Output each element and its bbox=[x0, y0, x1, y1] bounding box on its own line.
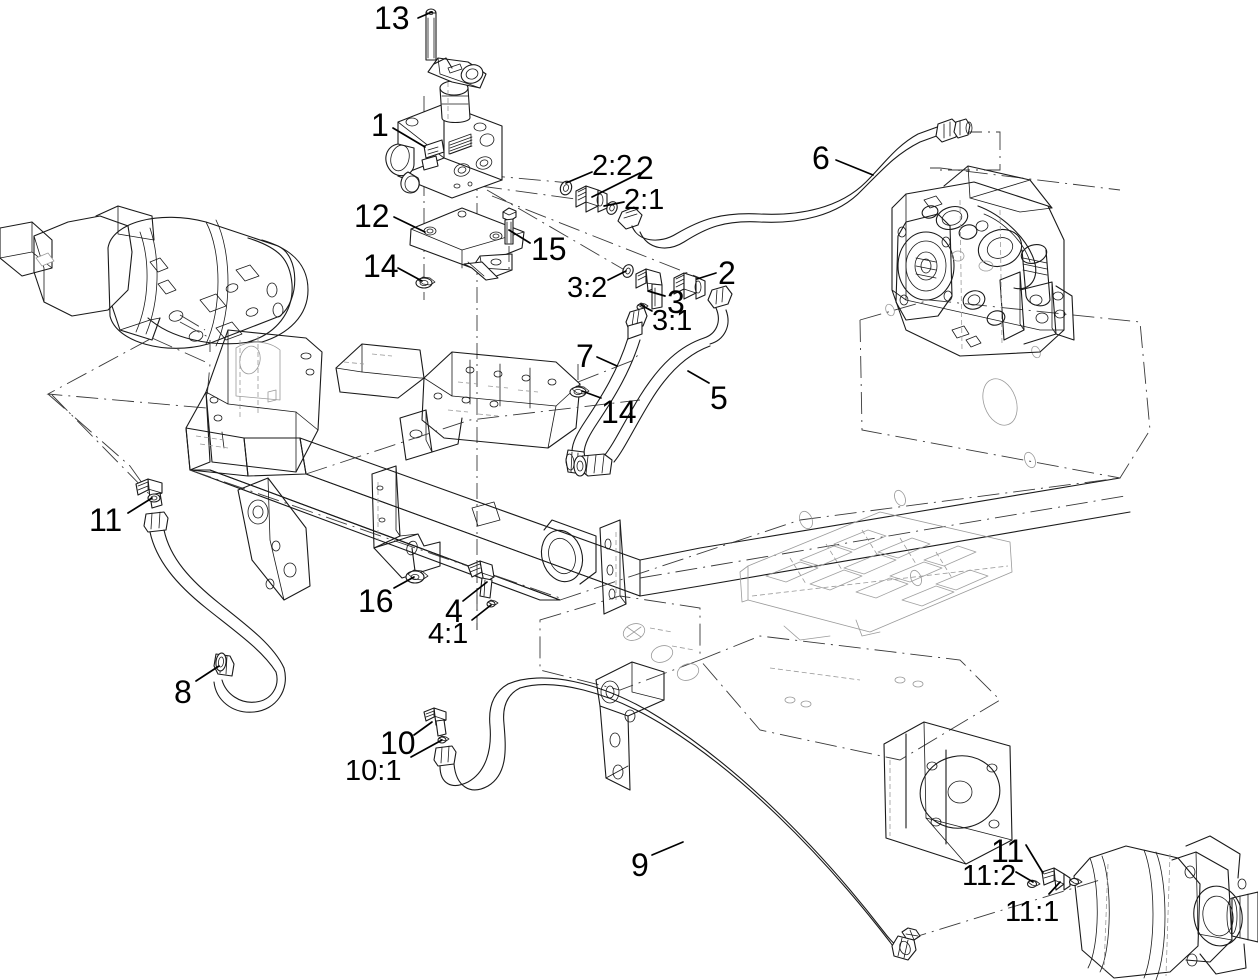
callout-leader-15 bbox=[508, 229, 531, 244]
callout-label-11a: 11 bbox=[89, 502, 123, 538]
machine-frame-chassis bbox=[185, 167, 1151, 865]
part-2-straight-fitting-lower bbox=[673, 272, 706, 300]
callout-label-2a: 2 bbox=[636, 150, 654, 186]
callout-label-3:2: 3:2 bbox=[567, 272, 608, 304]
hydrostatic-pump-assembly bbox=[891, 165, 1075, 357]
callout-label-7: 7 bbox=[576, 338, 594, 374]
callout-leader-14a bbox=[397, 267, 423, 282]
callout-leader-7 bbox=[596, 356, 618, 367]
hydraulic-control-valve-block bbox=[385, 57, 503, 199]
callout-leader-12 bbox=[393, 216, 426, 233]
callout-label-3:1: 3:1 bbox=[652, 305, 693, 337]
callout-label-14b: 14 bbox=[601, 394, 637, 430]
callout-leader-11b bbox=[1025, 844, 1044, 874]
callout-label-15: 15 bbox=[531, 231, 567, 267]
callout-label-12: 12 bbox=[354, 198, 390, 234]
callout-leader-3:2 bbox=[607, 270, 627, 281]
callout-leader-8 bbox=[195, 665, 220, 682]
callout-leader-4:1 bbox=[471, 604, 492, 621]
callout-label-11b: 11 bbox=[991, 833, 1025, 869]
callout-leader-2:2 bbox=[565, 171, 593, 184]
callout-label-9: 9 bbox=[631, 847, 649, 883]
part-15-hex-bolt bbox=[502, 207, 517, 272]
callout-label-10:1: 10:1 bbox=[345, 755, 402, 787]
part-5-hydraulic-hose bbox=[573, 285, 733, 477]
callout-label-6: 6 bbox=[812, 140, 830, 176]
callout-leader-6 bbox=[835, 159, 874, 176]
callout-label-4:1: 4:1 bbox=[428, 618, 469, 650]
part-8-hydraulic-hose bbox=[143, 511, 286, 713]
callout-label-3: 3 bbox=[667, 284, 685, 320]
callout-leader-2a bbox=[591, 172, 641, 198]
part-12-mounting-bracket bbox=[409, 207, 525, 281]
callout-leader-2:1 bbox=[603, 201, 625, 207]
part-14-flange-nut-center bbox=[569, 351, 641, 398]
callout-label-5: 5 bbox=[710, 380, 728, 416]
right-wheel-motor bbox=[1073, 835, 1258, 980]
callout-leader-2b bbox=[696, 272, 717, 280]
callout-leader-11:2 bbox=[1015, 871, 1034, 883]
part-4-elbow-fitting bbox=[467, 560, 499, 630]
callout-label-2:2: 2:2 bbox=[592, 150, 633, 182]
callout-label-13: 13 bbox=[374, 0, 410, 36]
part-11-wheel-motor-fitting-right bbox=[901, 867, 1083, 941]
part-2-straight-fitting-upper bbox=[559, 180, 618, 215]
part-13-long-bolt bbox=[425, 8, 437, 61]
callout-label-4: 4 bbox=[445, 593, 463, 629]
callout-leader-11:1 bbox=[1048, 881, 1061, 895]
callout-leader-14b bbox=[581, 390, 602, 399]
callout-leader-9 bbox=[651, 841, 684, 856]
callout-leader-13 bbox=[417, 11, 433, 19]
callout-leader-3:1 bbox=[640, 304, 653, 312]
assembly-centerlines bbox=[51, 26, 1101, 941]
part-3-elbow-fitting bbox=[622, 264, 663, 311]
callout-label-2b: 2 bbox=[718, 255, 736, 291]
callout-label-11:2: 11:2 bbox=[962, 860, 1017, 892]
part-16-flange-nut bbox=[405, 547, 429, 584]
callout-leader-16 bbox=[393, 576, 415, 589]
callout-label-14a: 14 bbox=[363, 248, 399, 284]
callout-leader-10 bbox=[413, 721, 433, 736]
part-9-hydraulic-hose bbox=[433, 677, 917, 961]
callout-leader-4 bbox=[462, 581, 488, 602]
callout-leader-1 bbox=[392, 127, 426, 148]
callout-label-10: 10 bbox=[380, 725, 416, 761]
callout-label-16: 16 bbox=[358, 583, 394, 619]
callout-leader-lines bbox=[127, 11, 1061, 895]
operator-platform-grate bbox=[739, 511, 1013, 641]
callout-label-1: 1 bbox=[371, 107, 389, 143]
callout-leader-10:1 bbox=[410, 739, 443, 758]
left-motor-projection-plate bbox=[46, 337, 211, 498]
callout-label-2:1: 2:1 bbox=[624, 184, 665, 216]
part-11-wheel-motor-fitting-left bbox=[135, 478, 163, 509]
callout-label-11:1: 11:1 bbox=[1005, 896, 1060, 928]
callout-leader-3 bbox=[647, 290, 666, 297]
callout-label-8: 8 bbox=[174, 674, 192, 710]
callout-leader-5 bbox=[687, 370, 710, 384]
left-wheel-motor bbox=[0, 205, 309, 352]
part-6-hydraulic-hose bbox=[617, 118, 973, 249]
callout-leader-11a bbox=[127, 497, 153, 514]
